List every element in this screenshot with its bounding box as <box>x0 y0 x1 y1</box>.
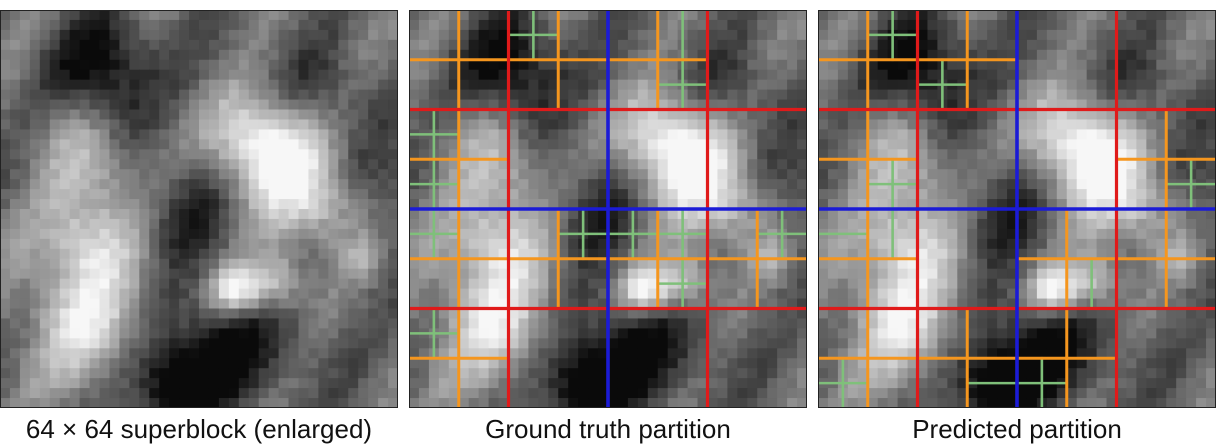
grayscale-pixels <box>0 10 398 408</box>
predicted-partition-image <box>818 10 1216 408</box>
ground-truth-partition-image <box>409 10 807 408</box>
grayscale-pixels <box>409 10 807 408</box>
panel-border <box>818 10 1216 408</box>
superblock-image <box>0 10 398 408</box>
panel-border <box>0 10 398 408</box>
ground-truth-svg <box>409 10 807 408</box>
predicted-svg <box>818 10 1216 408</box>
panel-border <box>409 10 807 408</box>
ground-truth-caption: Ground truth partition <box>485 414 731 444</box>
superblock-svg <box>0 10 398 408</box>
predicted-caption: Predicted partition <box>912 414 1122 444</box>
superblock-caption: 64 × 64 superblock (enlarged) <box>25 414 373 444</box>
